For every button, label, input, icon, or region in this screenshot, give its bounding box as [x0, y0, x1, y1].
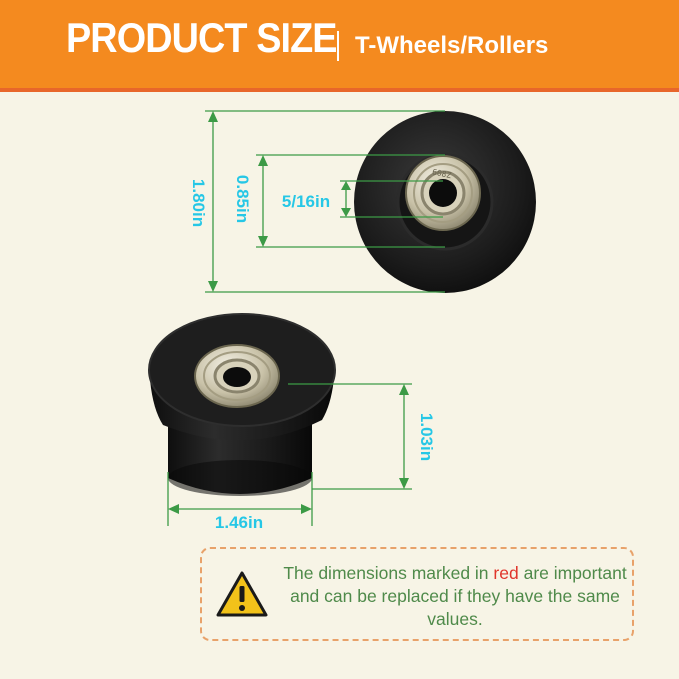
page-subtitle: T-Wheels/Rollers — [355, 32, 549, 59]
notice-box: The dimensions marked in red are importa… — [200, 547, 634, 641]
dim-hub-diameter — [256, 154, 445, 248]
notice-text-after: are important and can be replaced if the… — [290, 563, 627, 629]
dim-outer-diameter — [205, 110, 445, 293]
bore-label: 5/16in — [282, 192, 330, 211]
notice-text-before: The dimensions marked in — [283, 563, 494, 583]
wheel-front-view: 608Z — [354, 111, 536, 293]
bore-hole — [429, 179, 457, 207]
bearing-side — [194, 344, 280, 408]
notice-text-red: red — [493, 563, 519, 583]
title-divider — [337, 31, 339, 61]
wheel-side-view — [148, 313, 336, 496]
width-label: 1.46in — [215, 513, 263, 532]
dim-width — [167, 472, 313, 526]
bearing-marking: 608Z — [431, 167, 452, 180]
bearing-front: 608Z — [405, 155, 481, 231]
outer-diameter-label: 1.80in — [189, 179, 208, 227]
hub-diameter-label: 0.85in — [233, 175, 252, 223]
page-title: PRODUCT SIZE — [66, 14, 338, 61]
notice-text: The dimensions marked in red are importa… — [282, 562, 628, 631]
dim-height — [288, 383, 412, 490]
dim-bore — [340, 180, 443, 218]
bore-hole-side — [223, 367, 251, 387]
height-label: 1.03in — [417, 413, 436, 461]
warning-icon — [216, 571, 268, 617]
header-banner: PRODUCT SIZE T-Wheels/Rollers — [0, 0, 679, 92]
